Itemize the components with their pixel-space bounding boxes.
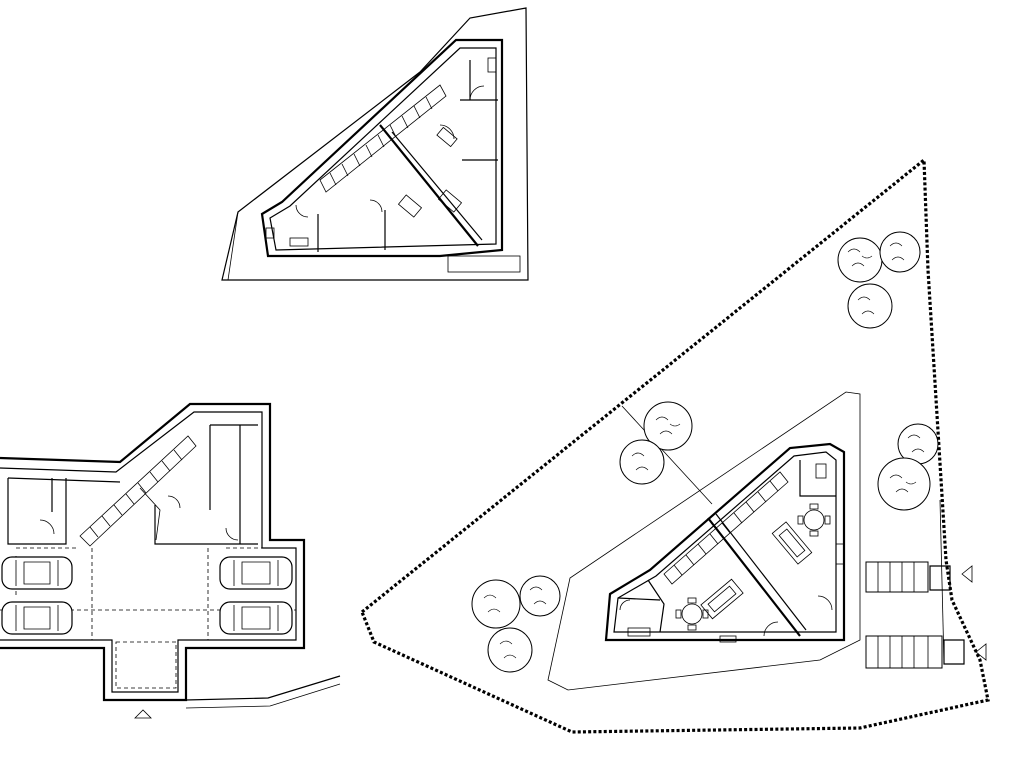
site-ground-floor-plan bbox=[360, 156, 990, 734]
door-swing-icon bbox=[469, 85, 485, 101]
tree-icon bbox=[519, 575, 561, 617]
tree-icon bbox=[877, 457, 931, 511]
tree-icon bbox=[471, 579, 521, 629]
upper-floor-plan bbox=[221, 7, 529, 281]
tree-icon bbox=[879, 231, 921, 273]
parking-bay bbox=[865, 561, 965, 669]
tree-icon bbox=[847, 283, 893, 329]
tree-icon bbox=[643, 401, 693, 451]
basement-garage-plan bbox=[0, 402, 341, 719]
dining-table-icon bbox=[797, 503, 831, 537]
entrance-triangle-icon bbox=[961, 565, 973, 583]
sofa-icon bbox=[700, 521, 813, 620]
plot-boundary bbox=[360, 156, 990, 734]
entrance-triangle-icon bbox=[975, 643, 987, 661]
dining-table-icon bbox=[675, 597, 709, 631]
tree-icon bbox=[619, 439, 665, 485]
car-icon bbox=[1, 556, 73, 590]
car-icon bbox=[219, 556, 293, 590]
entrance-triangle-icon bbox=[134, 709, 152, 719]
tree-icon bbox=[487, 627, 533, 673]
tree-icon bbox=[837, 237, 883, 283]
stair-icon bbox=[319, 84, 447, 193]
car-icon bbox=[1, 601, 73, 635]
car-icon bbox=[219, 601, 293, 635]
stair-icon bbox=[663, 471, 789, 585]
stair-icon bbox=[79, 435, 197, 547]
